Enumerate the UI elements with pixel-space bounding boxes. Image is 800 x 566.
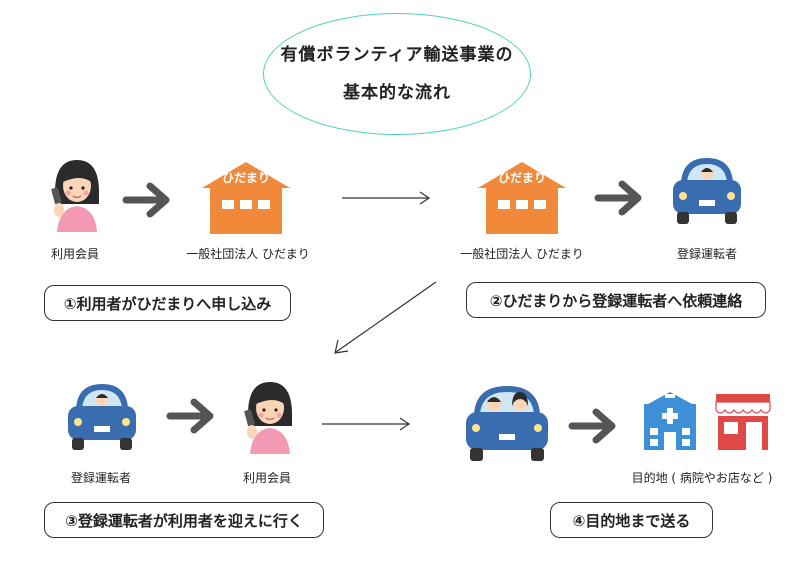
car-driver-icon	[667, 152, 747, 228]
title-ellipse: 有償ボランティア輸送事業の 基本的な流れ	[263, 13, 531, 135]
member-phone-icon	[45, 152, 105, 232]
caption-driver-1: 登録運転者	[676, 247, 737, 261]
house-sign: ひだまり	[498, 171, 546, 185]
house-sign: ひだまり	[222, 171, 270, 185]
caption-member-2: 利用会員	[242, 471, 291, 485]
title-line-1: 有償ボランティア輸送事業の	[280, 45, 514, 65]
shop-icon	[712, 392, 774, 452]
bold-arrow-icon	[166, 396, 218, 436]
step-3-box: ③登録運転者が利用者を迎えに行く	[44, 502, 324, 538]
car-passengers-icon	[462, 380, 552, 466]
member-phone-icon	[238, 374, 298, 454]
step-2-box: ②ひだまりから登録運転者へ依頼連絡	[466, 282, 766, 318]
step-1-box: ①利用者がひだまりへ申し込み	[44, 285, 291, 321]
bold-arrow-icon	[594, 178, 646, 218]
caption-org-2: 一般社団法人 ひだまり	[460, 247, 584, 261]
caption-member-1: 利用会員	[50, 247, 99, 261]
bold-arrow-icon	[122, 180, 174, 220]
caption-destination: 目的地 ( 病院やお店など )	[631, 471, 773, 485]
caption-driver-2: 登録運転者	[70, 471, 131, 485]
thin-arrow-icon	[342, 190, 432, 206]
bold-arrow-icon	[568, 406, 620, 446]
thin-arrow-icon	[322, 416, 412, 432]
hospital-icon	[638, 390, 702, 452]
car-driver-icon	[62, 378, 142, 454]
house-icon: ひだまり	[200, 160, 292, 236]
diagonal-arrow-icon	[330, 280, 440, 358]
title-line-2: 基本的な流れ	[343, 83, 451, 103]
step-4-box: ④目的地まで送る	[550, 502, 713, 538]
house-icon: ひだまり	[476, 160, 568, 236]
caption-org-1: 一般社団法人 ひだまり	[186, 247, 310, 261]
